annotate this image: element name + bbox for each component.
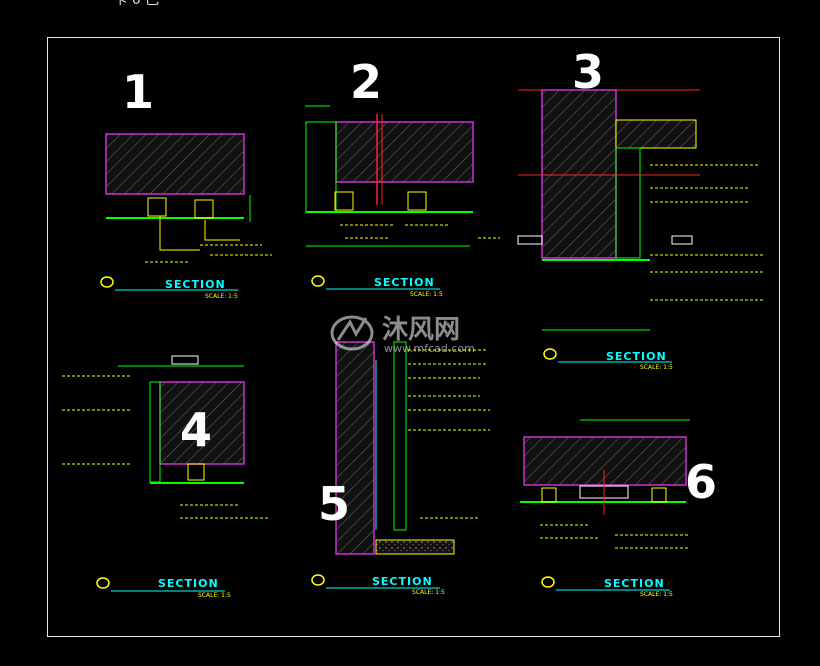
section-label: SECTION: [372, 575, 433, 588]
detail-number: 1: [122, 65, 154, 119]
wall-panel: [615, 147, 641, 259]
section-bubble: [541, 576, 555, 588]
section-bubble: [311, 275, 325, 287]
leader: [204, 220, 240, 241]
concrete-slab: [335, 121, 474, 183]
drawing-sheet-frame: [47, 37, 780, 637]
watermark-url: www.mfcad.com: [384, 342, 475, 355]
detail-5: 5 SECTION SCALE: 1:5: [311, 341, 490, 596]
dimension-box: [517, 235, 543, 245]
section-label: SECTION: [374, 276, 435, 289]
fixture: [187, 463, 205, 481]
fixture: [407, 191, 427, 211]
ceiling-block: [615, 119, 697, 149]
dimension-box: [671, 235, 693, 245]
section-bubble: [311, 574, 325, 586]
detail-number: 2: [350, 55, 382, 109]
concrete-slab: [523, 436, 687, 486]
detail-6: 6 SECTION SCALE: 1:5: [520, 419, 717, 598]
watermark-logo-icon: [336, 317, 368, 341]
ceiling-trim: [147, 197, 167, 217]
scale-label: SCALE: 1:5: [640, 364, 673, 371]
scale-label: SCALE: 1:5: [410, 291, 443, 298]
detail-number: 5: [318, 477, 350, 531]
detail-number: 6: [685, 455, 717, 509]
light-fixture: [194, 199, 214, 219]
detail-number: 4: [180, 403, 212, 457]
scale-label: SCALE: 1:5: [640, 591, 673, 598]
fixture: [651, 487, 667, 503]
wall-frame: [149, 381, 161, 483]
concrete-wall: [541, 89, 617, 259]
section-label: SECTION: [604, 577, 665, 590]
detail-2: 2 SECTION SCALE: 1:5: [305, 55, 500, 298]
detail-3: 3 SECTION SCALE: 1:5: [517, 45, 765, 371]
scale-label: SCALE: 1:5: [205, 293, 238, 300]
scale-label: SCALE: 1:5: [198, 592, 231, 599]
section-label: SECTION: [158, 577, 219, 590]
section-bubble: [100, 276, 114, 288]
section-bubble: [543, 348, 557, 360]
wall-panel: [393, 341, 407, 531]
fixture: [334, 191, 354, 211]
scale-label: SCALE: 1:5: [412, 589, 445, 596]
detail-4: 4 SECTION SCALE: 1:5: [62, 355, 270, 599]
watermark-brand: 沐风网: [382, 315, 460, 345]
concrete-slab: [105, 133, 245, 195]
section-bubble: [96, 577, 110, 589]
watermark-logo-icon: [330, 315, 374, 351]
concrete-wall: [335, 341, 375, 555]
floor-slab: [375, 539, 455, 555]
detail-1: 1 SECTION SCALE: 1:5: [100, 65, 272, 300]
section-label: SECTION: [165, 278, 226, 291]
fixture: [541, 487, 557, 503]
top-fragment-text: 一 卡 0 巴: [95, 0, 159, 8]
dimension-box: [171, 355, 199, 365]
wall-frame: [305, 121, 337, 213]
section-label: SECTION: [606, 350, 667, 363]
watermark: 沐风网 www.mfcad.com: [330, 315, 475, 355]
leader: [159, 216, 200, 251]
